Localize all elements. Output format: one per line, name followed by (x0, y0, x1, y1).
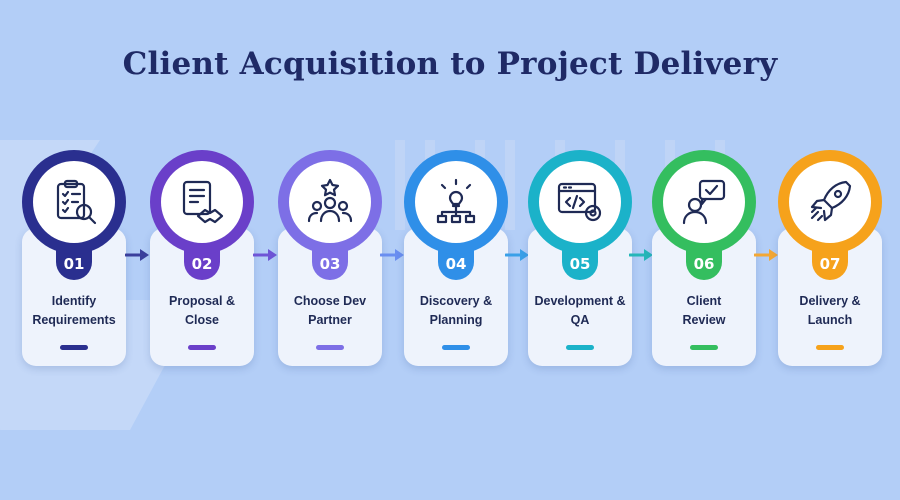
step-icon-ring (528, 150, 632, 254)
step-icon-circle (33, 161, 115, 243)
step-icon-circle (161, 161, 243, 243)
page-title: Client Acquisition to Project Delivery (122, 46, 778, 82)
step-accent-bar (816, 345, 844, 350)
step-accent-bar (188, 345, 216, 350)
step-label-line1: Choose Dev (293, 294, 367, 308)
step-icon-circle (289, 161, 371, 243)
flow-arrow-icon (629, 249, 653, 261)
rocket-icon (810, 180, 852, 222)
step-label-line2: Review (682, 313, 726, 327)
checklist-magnifier-icon (56, 179, 97, 225)
step-label-line1: Delivery & (799, 294, 861, 308)
step-label-line1: Development & (534, 294, 626, 308)
step-label-line2: QA (570, 313, 590, 327)
step-accent-bar (316, 345, 344, 350)
step-label: Discovery & Planning (406, 292, 506, 330)
step-label-line2: Planning (429, 313, 483, 327)
step-icon-circle (663, 161, 745, 243)
step-icon-ring (404, 150, 508, 254)
step-number: 07 (819, 255, 841, 273)
code-window-gear-icon (557, 182, 602, 222)
person-chat-check-icon (682, 179, 726, 225)
step-icon-ring (150, 150, 254, 254)
step-accent-bar (442, 345, 470, 350)
step-icon-circle (539, 161, 621, 243)
step-accent-bar (690, 345, 718, 350)
flow-arrow-icon (253, 249, 277, 261)
step-icon-ring (652, 150, 756, 254)
flow-arrow-icon (505, 249, 529, 261)
flow-arrow-icon (754, 249, 778, 261)
step-label-line2: Requirements (32, 313, 116, 327)
step-accent-bar (60, 345, 88, 350)
handshake-document-icon (182, 180, 224, 224)
step-label-line2: Partner (308, 313, 352, 327)
step-label-line1: Discovery & (419, 294, 493, 308)
step-icon-ring (778, 150, 882, 254)
step-icon-circle (789, 161, 871, 243)
flow-arrow-icon (380, 249, 404, 261)
step-number: 06 (693, 255, 715, 273)
step-icon-ring (278, 150, 382, 254)
step-number: 03 (319, 255, 341, 273)
flow-arrow-icon (125, 249, 149, 261)
step-label-line1: Proposal & (169, 294, 235, 308)
step-label: Proposal & Close (152, 292, 252, 330)
step-number: 05 (569, 255, 591, 273)
step-icon-ring (22, 150, 126, 254)
step-number: 01 (63, 255, 85, 273)
step-icon-circle (415, 161, 497, 243)
step-number: 02 (191, 255, 213, 273)
team-star-icon (307, 178, 353, 223)
step-label: Development & QA (530, 292, 630, 330)
lightbulb-flowchart-icon (436, 178, 476, 224)
step-label-line2: Close (184, 313, 220, 327)
step-number: 04 (445, 255, 467, 273)
step-label-line1: Identify (51, 294, 97, 308)
step-label-line1: Client (686, 294, 722, 308)
step-label: Delivery & Launch (780, 292, 880, 330)
step-accent-bar (566, 345, 594, 350)
step-label-line2: Launch (807, 313, 853, 327)
